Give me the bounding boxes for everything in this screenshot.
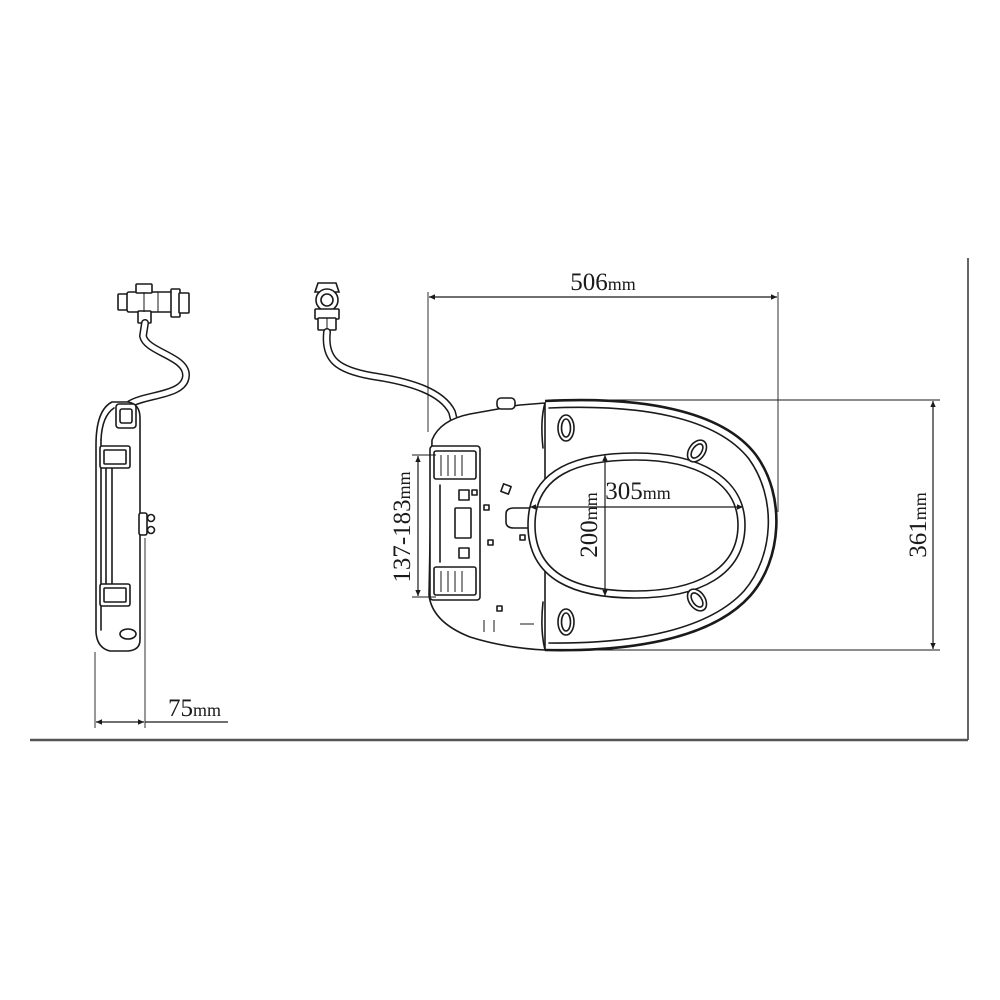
overall-width-unit: mm xyxy=(910,492,930,520)
opening-length-unit: mm xyxy=(643,483,671,503)
bracket-range-value: 137-183 xyxy=(389,499,416,582)
opening-length-label: 305mm xyxy=(605,478,671,505)
rear-button-knob xyxy=(496,397,516,410)
drawing-frame xyxy=(30,258,969,742)
opening-width-dimension: 200mm xyxy=(576,455,608,596)
top-view-valve xyxy=(313,282,341,331)
side-view: 75mm xyxy=(94,283,228,728)
bracket-range-unit: mm xyxy=(394,471,414,499)
side-view-t-valve xyxy=(117,283,190,324)
overall-width-value: 361 xyxy=(905,520,932,558)
top-view-seat-ring xyxy=(527,398,778,652)
overall-width-label: 361mm xyxy=(905,492,932,558)
bracket-range-label: 137-183mm xyxy=(389,471,416,582)
opening-length-dimension: 305mm xyxy=(530,478,743,510)
thickness-dimension-label: 75mm xyxy=(168,695,221,722)
opening-width-value: 200 xyxy=(576,520,603,558)
top-view: 506mm 361mm 305mm 200mm xyxy=(313,269,940,652)
bracket-range-dimension: 137-183mm xyxy=(389,454,436,598)
overall-length-label: 506mm xyxy=(570,269,636,296)
thickness-dimension-value: 75 xyxy=(168,695,193,722)
seat-bumpers xyxy=(557,414,708,636)
side-view-thickness-dimension: 75mm xyxy=(94,538,228,728)
top-view-rear-housing xyxy=(428,397,547,651)
overall-length-dimension: 506mm xyxy=(427,269,779,512)
side-view-hose xyxy=(126,319,190,408)
side-view-seat-profile xyxy=(95,401,156,652)
seat-opening xyxy=(527,452,746,599)
overall-length-value: 506 xyxy=(570,269,608,296)
control-panel xyxy=(429,445,481,601)
opening-width-unit: mm xyxy=(581,492,601,520)
thickness-dimension-unit: mm xyxy=(193,700,221,720)
overall-length-unit: mm xyxy=(608,274,636,294)
opening-width-label: 200mm xyxy=(576,492,603,558)
opening-length-value: 305 xyxy=(605,478,643,505)
overall-width-dimension: 361mm xyxy=(548,399,940,651)
